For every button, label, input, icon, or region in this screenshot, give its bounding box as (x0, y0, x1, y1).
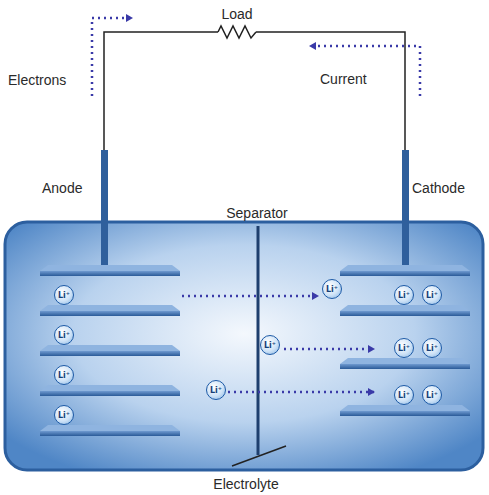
cathode-terminal (402, 150, 409, 270)
ion-label: Li⁺ (210, 386, 222, 395)
lithium-ion: Li⁺ (54, 365, 74, 385)
lithium-ion: Li⁺ (422, 385, 442, 405)
ion-label: Li⁺ (426, 391, 438, 400)
cathode-label: Cathode (412, 180, 465, 196)
ion-label: Li⁺ (398, 391, 410, 400)
separator-label: Separator (226, 205, 287, 221)
separator-line (257, 226, 260, 455)
lithium-ion: Li⁺ (206, 380, 226, 400)
electrolyte-label: Electrolyte (213, 476, 278, 492)
anode-plates (40, 265, 180, 436)
ion-label: Li⁺ (58, 371, 70, 380)
ion-label: Li⁺ (58, 291, 70, 300)
ion-label: Li⁺ (58, 411, 70, 420)
resistor-symbol (218, 26, 256, 38)
ion-label: Li⁺ (398, 291, 410, 300)
ion-label: Li⁺ (426, 291, 438, 300)
ion-label: Li⁺ (398, 344, 410, 353)
ion-flow-arrows (182, 296, 374, 392)
lithium-ion: Li⁺ (422, 338, 442, 358)
ion-label: Li⁺ (426, 344, 438, 353)
lithium-ion: Li⁺ (394, 285, 414, 305)
lithium-ion: Li⁺ (394, 385, 414, 405)
lithium-ion: Li⁺ (394, 338, 414, 358)
load-label: Load (221, 6, 252, 22)
lithium-ion: Li⁺ (54, 405, 74, 425)
lithium-ion: Li⁺ (54, 325, 74, 345)
ion-label: Li⁺ (58, 331, 70, 340)
anode-label: Anode (42, 180, 82, 196)
anode-terminal (101, 150, 108, 270)
electrons-label: Electrons (8, 72, 66, 88)
lithium-ion: Li⁺ (322, 279, 342, 299)
flow-arrows (92, 18, 420, 96)
lithium-ion: Li⁺ (54, 285, 74, 305)
ion-label: Li⁺ (326, 285, 338, 294)
current-label: Current (320, 71, 367, 87)
cathode-plates (340, 265, 470, 416)
lithium-ion: Li⁺ (260, 335, 280, 355)
cell-housing (5, 222, 483, 470)
ion-label: Li⁺ (264, 341, 276, 350)
leader-line (232, 446, 286, 466)
external-wire (104, 32, 405, 150)
lithium-ion: Li⁺ (422, 285, 442, 305)
